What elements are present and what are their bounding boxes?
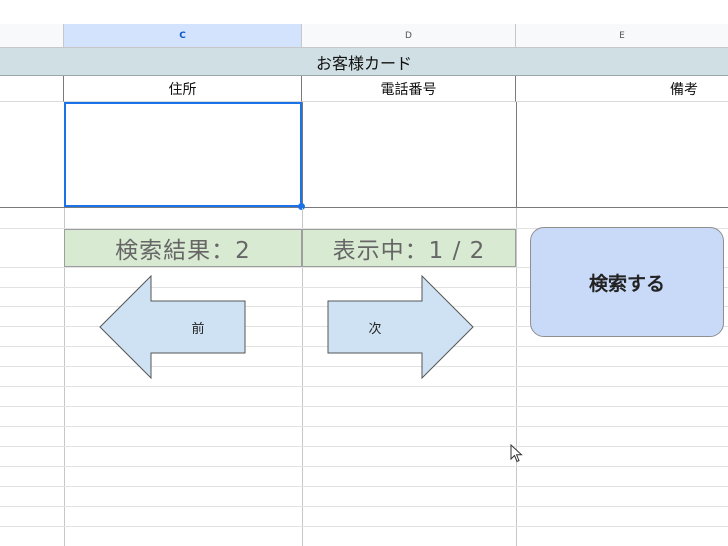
column-header-e[interactable]: E — [516, 24, 728, 48]
notes-header-label: 備考 — [670, 81, 698, 98]
column-header-c[interactable]: C — [64, 24, 302, 48]
address-cell-selected[interactable] — [64, 102, 302, 207]
grid-row-line — [0, 267, 728, 268]
search-result-cell: 検索結果：2 — [64, 229, 302, 267]
card-title: お客様カード — [0, 48, 728, 76]
right-arrow-icon — [327, 275, 474, 379]
grid-row-line — [0, 486, 728, 487]
search-button[interactable]: 検索する — [530, 227, 724, 337]
grid-line-c — [64, 208, 65, 546]
grid-row-line — [0, 228, 728, 229]
prev-button[interactable]: 前 — [99, 275, 247, 379]
grid-row-line — [0, 466, 728, 467]
column-header-b[interactable] — [0, 24, 64, 48]
grid-row-line — [0, 287, 728, 288]
column-header-d[interactable]: D — [302, 24, 516, 48]
grid-line-d — [302, 208, 303, 546]
phone-cell[interactable] — [302, 102, 516, 207]
mouse-pointer-icon — [510, 444, 523, 463]
display-status-cell: 表示中：1 / 2 — [302, 229, 516, 267]
data-row-separator — [0, 207, 728, 208]
next-button[interactable]: 次 — [327, 275, 475, 379]
grid-row-line — [0, 446, 728, 447]
next-button-label: 次 — [368, 321, 382, 337]
phone-header: 電話番号 — [302, 76, 516, 102]
grid-row-line — [0, 366, 728, 367]
grid-row-line — [0, 406, 728, 407]
grid-row-line — [0, 526, 728, 527]
grid-line-e — [516, 208, 517, 546]
grid-row-line — [0, 426, 728, 427]
grid-row-line — [0, 506, 728, 507]
notes-header: 備考 — [516, 76, 728, 102]
address-header: 住所 — [64, 76, 302, 102]
grid-row-line — [0, 386, 728, 387]
prev-button-label: 前 — [191, 321, 205, 337]
left-arrow-icon — [99, 275, 246, 379]
row-cell-b[interactable] — [0, 76, 64, 102]
notes-cell[interactable] — [516, 102, 728, 207]
fill-handle[interactable] — [298, 203, 305, 210]
